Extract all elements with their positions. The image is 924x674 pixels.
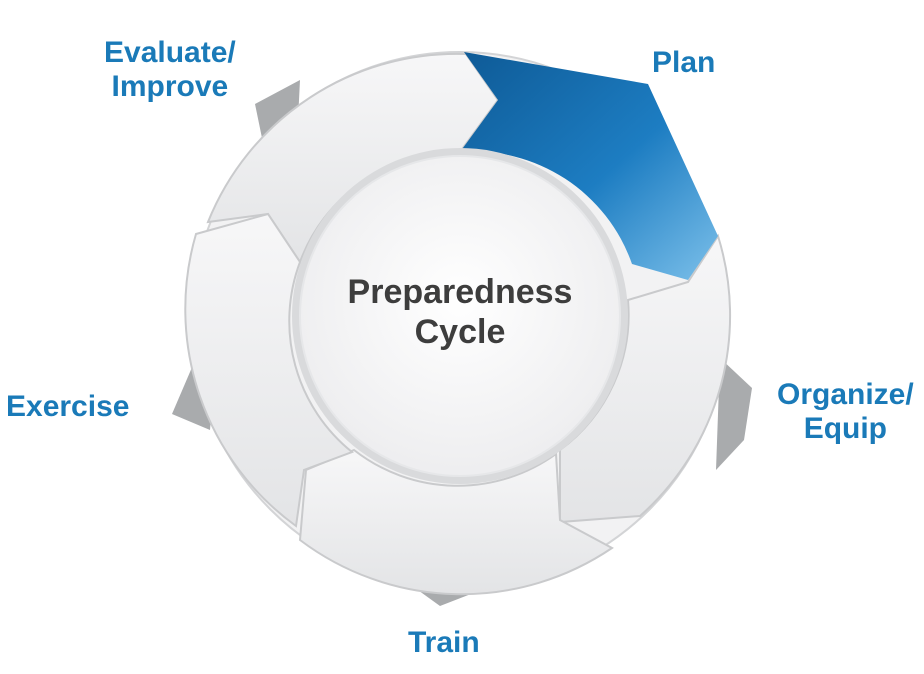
stage-label-evaluate-line1: Evaluate/	[104, 36, 236, 69]
stage-label-train-text: Train	[408, 626, 480, 659]
inner-circle-face	[299, 155, 621, 477]
stage-label-exercise: Exercise	[6, 390, 129, 424]
center-title-line2: Cycle	[414, 313, 506, 351]
stage-label-plan-text: Plan	[652, 46, 716, 79]
stage-label-evaluate-line2: Improve	[111, 70, 229, 103]
segment-train	[298, 448, 614, 596]
stage-label-plan: Plan	[652, 46, 715, 80]
stage-label-organize-line1: Organize/	[777, 378, 914, 411]
center-title-line1: Preparedness	[347, 273, 573, 311]
stage-label-evaluate: Evaluate/ Improve	[104, 36, 236, 104]
segment-organize	[559, 233, 732, 524]
stage-label-organize-line2: Equip	[803, 412, 888, 445]
center-title: Preparedness Cycle	[300, 272, 620, 352]
stage-label-organize: Organize/ Equip	[777, 378, 914, 446]
stage-label-train: Train	[408, 626, 480, 660]
segment-exercise	[184, 212, 354, 528]
segment-plan	[460, 52, 718, 280]
shadow-tab-right	[716, 358, 752, 470]
ring-segments	[184, 52, 732, 596]
stage-label-exercise-text: Exercise	[6, 390, 130, 423]
